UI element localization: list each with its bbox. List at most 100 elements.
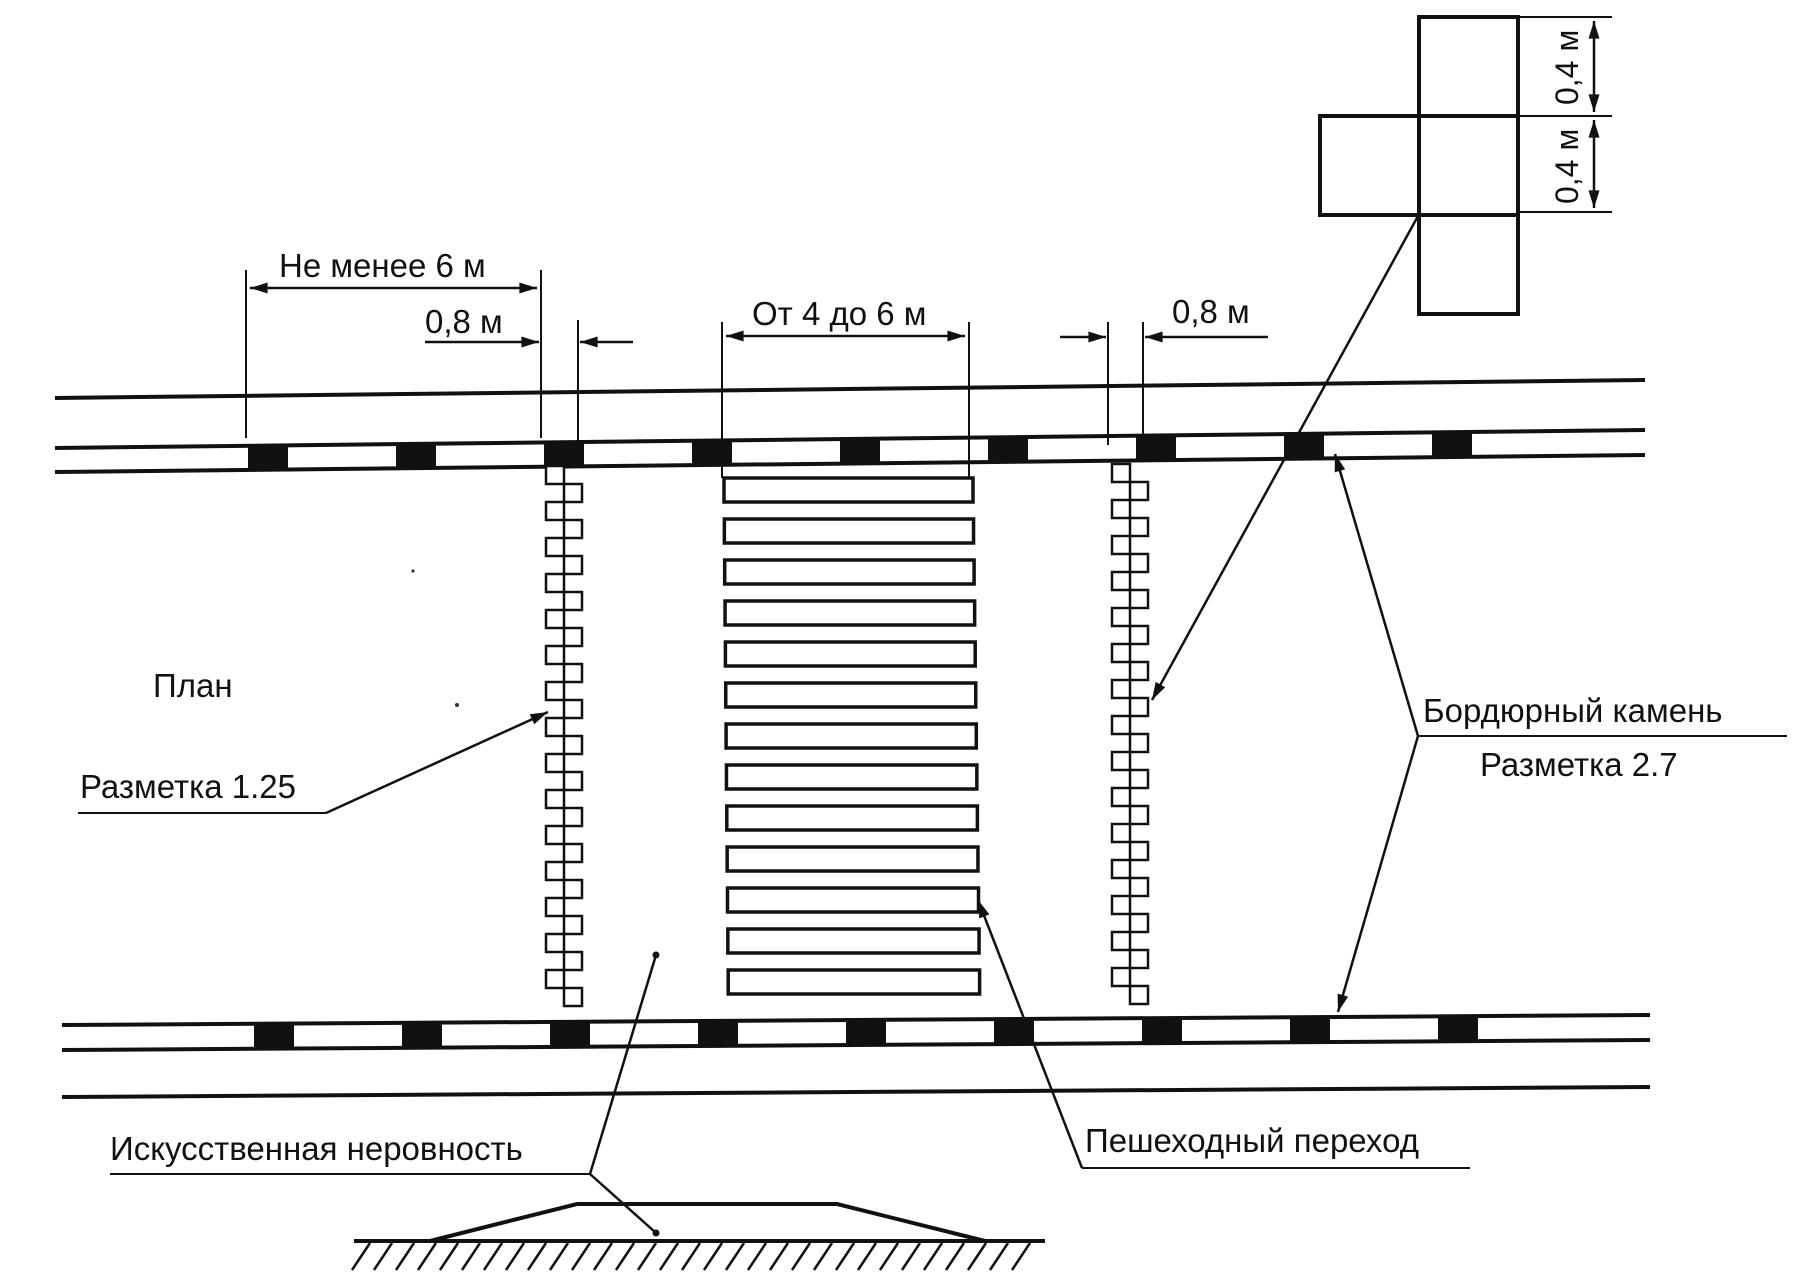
checker-cell	[544, 644, 566, 666]
ground-hatch	[900, 1242, 922, 1271]
leader-marking-125	[78, 710, 549, 815]
curb-block-dark	[698, 1020, 738, 1045]
zebra-stripe	[724, 722, 979, 750]
speck	[411, 569, 415, 573]
leader-detail	[1150, 215, 1420, 701]
curb-block-dark	[1290, 1017, 1330, 1042]
ground-hatch	[790, 1242, 812, 1271]
dimension-offset-left	[425, 320, 633, 445]
curb-block-dark	[396, 443, 436, 468]
checker-cell	[1128, 804, 1150, 826]
dimension-cell-size	[1518, 16, 1612, 213]
checker-cell	[1128, 948, 1150, 970]
zebra-stripe	[725, 845, 980, 873]
curb-block-dark	[1438, 1016, 1478, 1041]
ground-hatch	[812, 1242, 834, 1271]
checker-cell	[544, 968, 566, 990]
checker-cell	[1110, 498, 1132, 520]
checker-cell	[1110, 966, 1132, 988]
ground-hatch	[416, 1242, 438, 1271]
checker-cell	[562, 806, 584, 828]
checker-cell	[544, 680, 566, 702]
road-edge-top	[54, 378, 1646, 400]
dimension-min-distance	[245, 270, 542, 438]
checker-cell	[1128, 984, 1150, 1006]
zebra-stripe	[724, 681, 978, 709]
checker-cell	[562, 590, 584, 612]
curb-block-dark	[544, 442, 584, 467]
checker-cell	[544, 608, 566, 630]
checker-cell	[1110, 534, 1132, 556]
zebra-stripe	[725, 886, 981, 914]
ground-hatch	[856, 1242, 878, 1271]
checker-cell	[562, 626, 584, 648]
ground-hatch	[988, 1242, 1010, 1271]
curb-block-dark	[846, 1019, 886, 1044]
checker-cell	[544, 500, 566, 522]
ground-hatch	[592, 1242, 614, 1271]
checker-cell	[562, 662, 584, 684]
pedestrian-crossing-zebra	[722, 476, 982, 996]
zebra-stripe	[724, 763, 979, 791]
checker-cell	[1110, 606, 1132, 628]
ground-hatch	[746, 1242, 768, 1271]
checker-cell	[544, 464, 566, 486]
checker-cell	[1128, 732, 1150, 754]
checker-cell	[544, 572, 566, 594]
ground-hatch	[680, 1242, 702, 1271]
label-plan: План	[153, 667, 233, 704]
checker-cell	[1128, 768, 1150, 790]
zebra-stripe	[722, 476, 975, 504]
checker-cell	[1110, 714, 1132, 736]
road-edge-bottom	[61, 1085, 1651, 1099]
label-speed-bump: Искусственная неровность	[110, 1130, 523, 1167]
leader-curb	[1333, 453, 1787, 1013]
zebra-stripe	[726, 927, 981, 955]
marking-1-25-left	[544, 464, 584, 1008]
ground-hatch	[768, 1242, 790, 1271]
ground-hatch	[1010, 1242, 1032, 1271]
zebra-stripe	[723, 640, 977, 668]
checker-cell	[1128, 912, 1150, 934]
ground-hatch	[878, 1242, 900, 1271]
label-curb-stone: Бордюрный камень	[1423, 692, 1722, 729]
curb-block-dark	[1432, 432, 1472, 457]
checker-cell	[544, 752, 566, 774]
curb-block-dark	[994, 1019, 1034, 1044]
curb-top	[54, 428, 1646, 474]
ground-hatch	[548, 1242, 570, 1271]
checker-cell	[1128, 696, 1150, 718]
checker-cell	[1110, 570, 1132, 592]
leader-crossing	[976, 899, 1470, 1169]
checker-cell	[1128, 840, 1150, 862]
label-offset-left: 0,8 м	[425, 303, 503, 340]
ground-hatch	[394, 1242, 416, 1271]
checker-cell	[562, 770, 584, 792]
zebra-stripe	[723, 599, 977, 627]
label-offset-right: 0,8 м	[1172, 293, 1250, 330]
speck	[455, 703, 459, 707]
checker-cell	[1128, 516, 1150, 538]
label-crossing-width: От 4 до 6 м	[752, 295, 926, 332]
checker-cell	[562, 518, 584, 540]
curb-block-dark	[840, 438, 880, 463]
checker-cell	[1128, 588, 1150, 610]
curb-block-dark	[254, 1023, 294, 1048]
ground-hatch	[460, 1242, 482, 1271]
checker-cell	[562, 842, 584, 864]
checker-cell	[1110, 822, 1132, 844]
zebra-stripe	[722, 517, 976, 545]
checker-cell	[1128, 480, 1150, 502]
label-min-distance: Не менее 6 м	[279, 247, 486, 284]
checker-cell	[562, 950, 584, 972]
curb-block-dark	[248, 445, 288, 470]
checker-cell	[562, 914, 584, 936]
checker-cell	[544, 788, 566, 810]
checker-cell	[1110, 462, 1132, 484]
ground-hatch	[372, 1242, 394, 1271]
speed-bump-profile	[350, 1202, 1045, 1271]
curb-block-dark	[692, 440, 732, 465]
label-pedestrian-crossing: Пешеходный переход	[1085, 1122, 1419, 1159]
